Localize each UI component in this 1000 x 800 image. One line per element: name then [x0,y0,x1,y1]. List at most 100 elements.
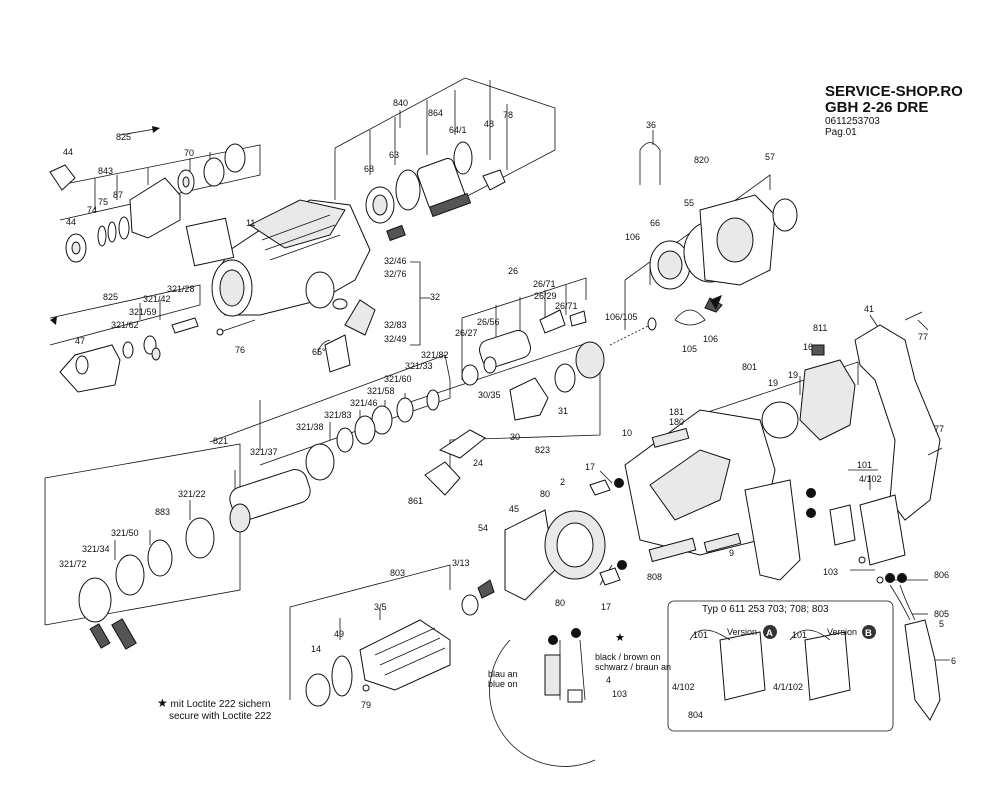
label: 321/62 [111,320,139,330]
label: 32/49 [384,334,407,344]
bearing-parts [365,141,506,242]
label: 811 [813,323,827,333]
wiring-labels: black / brown on schwarz / braun an blau… [488,628,671,699]
label: 57 [765,152,775,162]
label: 6 [951,656,956,666]
label: 26/56 [477,317,500,327]
inset-label: 804 [688,710,703,720]
wiring-blue-de: blau an [488,669,518,679]
label: 36 [646,120,656,130]
label: 24 [473,458,483,468]
label: 63 [389,150,399,160]
label: 321/28 [167,284,195,294]
label: 803 [390,568,405,578]
label: 5 [939,619,944,629]
label: 106 [703,334,718,344]
label: 883 [155,507,170,517]
label: 321/38 [296,422,324,432]
switch-part [829,494,906,584]
label: 825 [116,132,131,142]
marker-y-icon [617,560,627,570]
handle-part [761,311,943,521]
label: 3/5 [374,602,387,612]
wiring-label: 103 [612,689,627,699]
wiring-black-de: schwarz / braun an [595,662,671,672]
wiring-blue-en: blue on [488,679,518,689]
wiring-marker-1-icon [548,635,558,645]
label: 321/22 [178,489,206,499]
label: 32/76 [384,269,407,279]
inset-title: Typ 0 611 253 703; 708; 803 [702,604,829,615]
motor-housing-part [589,409,801,586]
label: 80 [540,489,550,499]
inset-label: 4/1/102 [773,682,803,692]
marker-x-icon [806,488,816,498]
document-header: SERVICE-SHOP.RO GBH 2-26 DRE 0611253703 … [825,83,963,139]
label: 26/27 [455,328,478,338]
label: 32 [430,292,440,302]
label: 2 [560,477,565,487]
armature-part [305,579,495,707]
label: 9 [729,548,734,558]
label: 68 [364,164,374,174]
label: 806 [934,570,949,580]
inset-label: 101 [693,630,708,640]
label: 321/46 [350,398,378,408]
label: 181 [669,407,684,417]
label: 26 [508,266,518,276]
label: 321/60 [384,374,412,384]
marker-y-icon [806,508,816,518]
intermediate-flange-part [649,194,798,290]
inset-box [667,600,894,732]
label: 30/35 [478,390,501,400]
label: 321/83 [324,410,352,420]
label: 16 [803,342,813,352]
selector-switch-part [317,298,376,373]
label: 105 [682,344,697,354]
version-a-label: Version [727,627,757,637]
label: 75 [98,197,108,207]
label: 78 [503,110,513,120]
label: 3/13 [452,558,470,568]
label: 41 [864,304,874,314]
label: 45 [509,504,519,514]
wiring-label: 4 [606,675,611,685]
part-labels: 840 864 78 48 64/1 68 63 825 44 843 70 7… [59,98,956,710]
arrow-icons [50,126,722,325]
label: 32/83 [384,320,407,330]
arrow-indicator-icon [710,295,722,310]
label: 65° [312,347,326,357]
cable-part [889,584,941,721]
label: 321/37 [250,447,278,457]
label: 321/82 [421,350,449,360]
label: 801 [742,362,757,372]
label: 820 [694,155,709,165]
marker-2-icon [897,573,907,583]
label: 44 [63,147,73,157]
hammer-tube-part [78,389,440,650]
label: 808 [647,572,662,582]
label: 54 [478,523,488,533]
label: 49 [334,629,344,639]
label: 70 [184,148,194,158]
shop-name: SERVICE-SHOP.RO [825,83,963,100]
label: 74 [87,205,97,215]
label: 19 [768,378,778,388]
chuck-part [59,317,256,393]
label: 103 [823,567,838,577]
label: 48 [484,119,494,129]
loctite-star-icon: ★ [615,631,625,644]
label: 32/46 [384,256,407,266]
inset-labels: 101 4/102 804 101 4/1/102 Version Versio… [672,627,872,720]
label: 11 [246,218,255,228]
label: 106 [625,232,640,242]
gear-housing-part [185,199,371,317]
label: 321/59 [129,307,157,317]
label: 77 [918,332,928,342]
label: 44 [66,217,76,227]
label: 101 [857,460,872,470]
label: 17 [601,602,611,612]
label: 321/50 [111,528,139,538]
label: 823 [535,445,550,455]
